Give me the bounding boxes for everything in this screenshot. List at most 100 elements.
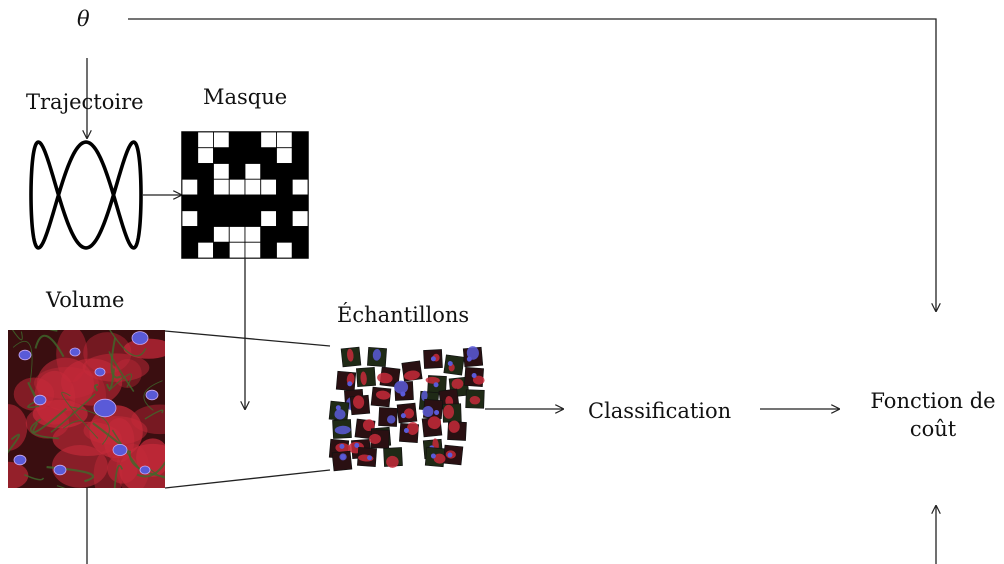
mask-cell bbox=[228, 194, 246, 212]
volume-image bbox=[8, 330, 165, 488]
cost-label-line2: coût bbox=[909, 417, 957, 442]
mask-cell bbox=[291, 163, 309, 180]
sample-patch bbox=[383, 447, 403, 468]
mask-cell bbox=[291, 194, 309, 212]
mask-cell bbox=[260, 147, 277, 164]
sample-patch bbox=[422, 399, 443, 419]
cost-label-line1: Fonction de bbox=[870, 389, 996, 413]
sample-patch bbox=[447, 420, 467, 441]
sample-patch bbox=[396, 402, 418, 424]
mask-cell bbox=[228, 241, 246, 259]
mask-cell bbox=[228, 147, 246, 164]
mask-cell bbox=[213, 194, 230, 212]
trajectory-label: Trajectoire bbox=[26, 90, 144, 114]
sample-patch bbox=[378, 407, 398, 427]
cost-function-label: Fonction de coût bbox=[868, 387, 998, 444]
theta-to-cost-arrow bbox=[128, 18, 936, 311]
mask-cell bbox=[260, 131, 277, 149]
mask-cell bbox=[244, 147, 262, 164]
mask-cell bbox=[228, 131, 246, 149]
mask-cell bbox=[197, 178, 214, 196]
mask-cell bbox=[213, 147, 230, 164]
projection-line-bottom bbox=[164, 469, 331, 489]
mask-cell bbox=[291, 210, 309, 227]
classification-label: Classification bbox=[588, 399, 732, 423]
sample-patch bbox=[370, 386, 392, 408]
mask-cell bbox=[276, 147, 293, 164]
mask-cell bbox=[228, 226, 246, 243]
mask-cell bbox=[260, 210, 277, 227]
mask-cell bbox=[181, 241, 199, 259]
mask-cell bbox=[181, 163, 199, 180]
mask-cell bbox=[244, 210, 262, 227]
mask-cell bbox=[276, 163, 293, 180]
sample-patch bbox=[331, 450, 353, 472]
sample-patch bbox=[442, 403, 462, 423]
mask-cell bbox=[228, 163, 246, 180]
sample-patch bbox=[328, 400, 350, 422]
mask-cell bbox=[197, 147, 214, 164]
mask-cell bbox=[291, 178, 309, 196]
mask-cell bbox=[260, 241, 277, 259]
mask-cell bbox=[291, 241, 309, 259]
mask-cell bbox=[213, 241, 230, 259]
sample-patch bbox=[399, 422, 419, 443]
sample-patch bbox=[340, 346, 362, 368]
mask-cell bbox=[291, 226, 309, 243]
mask-cell bbox=[276, 210, 293, 227]
mask-cell bbox=[197, 241, 214, 259]
sample-patch bbox=[357, 447, 377, 467]
mask-cell bbox=[260, 226, 277, 243]
sample-patch bbox=[349, 394, 371, 416]
sample-patches bbox=[328, 346, 485, 472]
sample-patch bbox=[424, 446, 446, 468]
mask-grid bbox=[181, 131, 309, 259]
mask-cell bbox=[228, 210, 246, 227]
sample-patch bbox=[335, 370, 357, 392]
mask-cell bbox=[244, 131, 262, 149]
sample-patch bbox=[423, 349, 443, 369]
mask-cell bbox=[244, 241, 262, 259]
mask-cell bbox=[197, 131, 214, 149]
sample-patch bbox=[394, 380, 414, 401]
mask-cell bbox=[181, 194, 199, 212]
mask-cell bbox=[244, 226, 262, 243]
volume-label: Volume bbox=[46, 288, 125, 312]
sample-patch bbox=[332, 419, 352, 439]
mask-cell bbox=[244, 194, 262, 212]
sample-patch bbox=[356, 367, 376, 387]
sample-patch bbox=[443, 354, 465, 376]
mask-cell bbox=[244, 178, 262, 196]
mask-cell bbox=[197, 210, 214, 227]
mask-cell bbox=[291, 131, 309, 149]
trajectory-curve bbox=[29, 140, 143, 250]
mask-cell bbox=[181, 226, 199, 243]
mask-cell bbox=[197, 226, 214, 243]
mask-cell bbox=[260, 163, 277, 180]
mask-cell bbox=[181, 210, 199, 227]
mask-cell bbox=[244, 163, 262, 180]
mask-cell bbox=[276, 194, 293, 212]
mask-cell bbox=[197, 163, 214, 180]
mask-cell bbox=[213, 210, 230, 227]
mask-cell bbox=[260, 194, 277, 212]
mask-cell bbox=[291, 147, 309, 164]
theta-label: θ bbox=[77, 7, 90, 31]
mask-cell bbox=[213, 178, 230, 196]
sample-patch bbox=[401, 360, 423, 382]
mask-cell bbox=[181, 178, 199, 196]
mask-cell bbox=[213, 226, 230, 243]
sample-patch bbox=[442, 444, 464, 466]
sample-patch bbox=[462, 346, 484, 368]
samples-label: Échantillons bbox=[337, 303, 470, 327]
mask-cell bbox=[213, 163, 230, 180]
mask-cell bbox=[228, 178, 246, 196]
mask-cell bbox=[260, 178, 277, 196]
mask-cell bbox=[276, 131, 293, 149]
projection-line-top bbox=[164, 330, 331, 347]
sample-patch bbox=[377, 366, 401, 388]
sample-patch bbox=[369, 429, 390, 449]
mask-cell bbox=[197, 194, 214, 212]
mask-cell bbox=[276, 241, 293, 259]
